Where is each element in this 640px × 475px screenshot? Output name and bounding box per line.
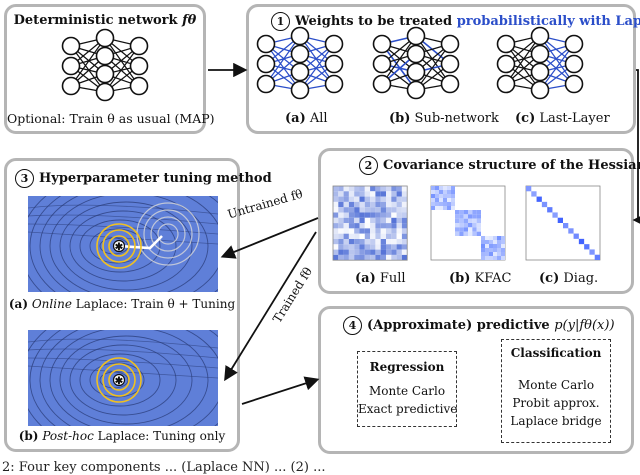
- net-subnetwork: [372, 26, 460, 100]
- online-caption: (a) Online Laplace: Train θ + Tuning: [8, 297, 236, 311]
- panel-deterministic-network: Deterministic network fθ Optional: Train…: [4, 4, 215, 134]
- contour-posthoc: ✱: [28, 330, 218, 426]
- step-number-1: 1: [271, 12, 290, 31]
- posthoc-caption: (b) Post-hoc Laplace: Tuning only: [18, 429, 226, 443]
- regression-item: Exact predictive: [358, 402, 458, 416]
- net-all: [256, 26, 344, 100]
- panel-predictive: 4(Approximate) predictive p(y|fθ(x)) Reg…: [318, 306, 634, 454]
- panel-det-title: Deterministic network fθ: [13, 13, 197, 28]
- weights-option-all: (a) All: [285, 111, 328, 126]
- classification-item: Probit approx.: [512, 396, 600, 410]
- step-number-2: 2: [359, 156, 378, 175]
- matrix-kfac: [430, 185, 506, 261]
- svg-text:✱: ✱: [115, 376, 124, 387]
- weights-option-last-layer: (c) Last-Layer: [515, 111, 610, 126]
- cov-option-full: (a) Full: [355, 271, 406, 286]
- panel-det-note: Optional: Train θ as usual (MAP): [7, 111, 215, 126]
- regression-item: Monte Carlo: [368, 384, 446, 398]
- net-last-layer: [496, 26, 584, 100]
- arrow-untrained: [220, 217, 319, 259]
- arrow-to-predictive: [241, 376, 320, 405]
- arrow-weights-to-cov: [632, 69, 640, 228]
- panel-pred-title: 4(Approximate) predictive p(y|fθ(x)): [343, 316, 615, 335]
- matrix-diag: [525, 185, 601, 261]
- cov-option-diag: (c) Diag.: [539, 271, 599, 286]
- regression-box: Regression Monte Carlo Exact predictive: [357, 351, 457, 427]
- classification-box: Classification Monte Carlo Probit approx…: [501, 339, 611, 443]
- classification-item: Laplace bridge: [510, 414, 602, 428]
- caption-fragment: 2: Four key components ... (Laplace NN) …: [2, 460, 326, 475]
- contour-online: ✱: [28, 196, 218, 292]
- net-deterministic: [61, 28, 149, 102]
- weights-option-subnetwork: (b) Sub-network: [389, 111, 499, 126]
- classification-title: Classification: [510, 346, 602, 360]
- arrow-trained: [224, 231, 317, 382]
- classification-item: Monte Carlo: [517, 378, 595, 392]
- cov-option-kfac: (b) KFAC: [449, 271, 512, 286]
- svg-text:✱: ✱: [115, 242, 124, 253]
- matrix-full: [332, 185, 408, 261]
- regression-title: Regression: [369, 360, 445, 374]
- step-number-3: 3: [15, 169, 34, 188]
- step-number-4: 4: [343, 316, 362, 335]
